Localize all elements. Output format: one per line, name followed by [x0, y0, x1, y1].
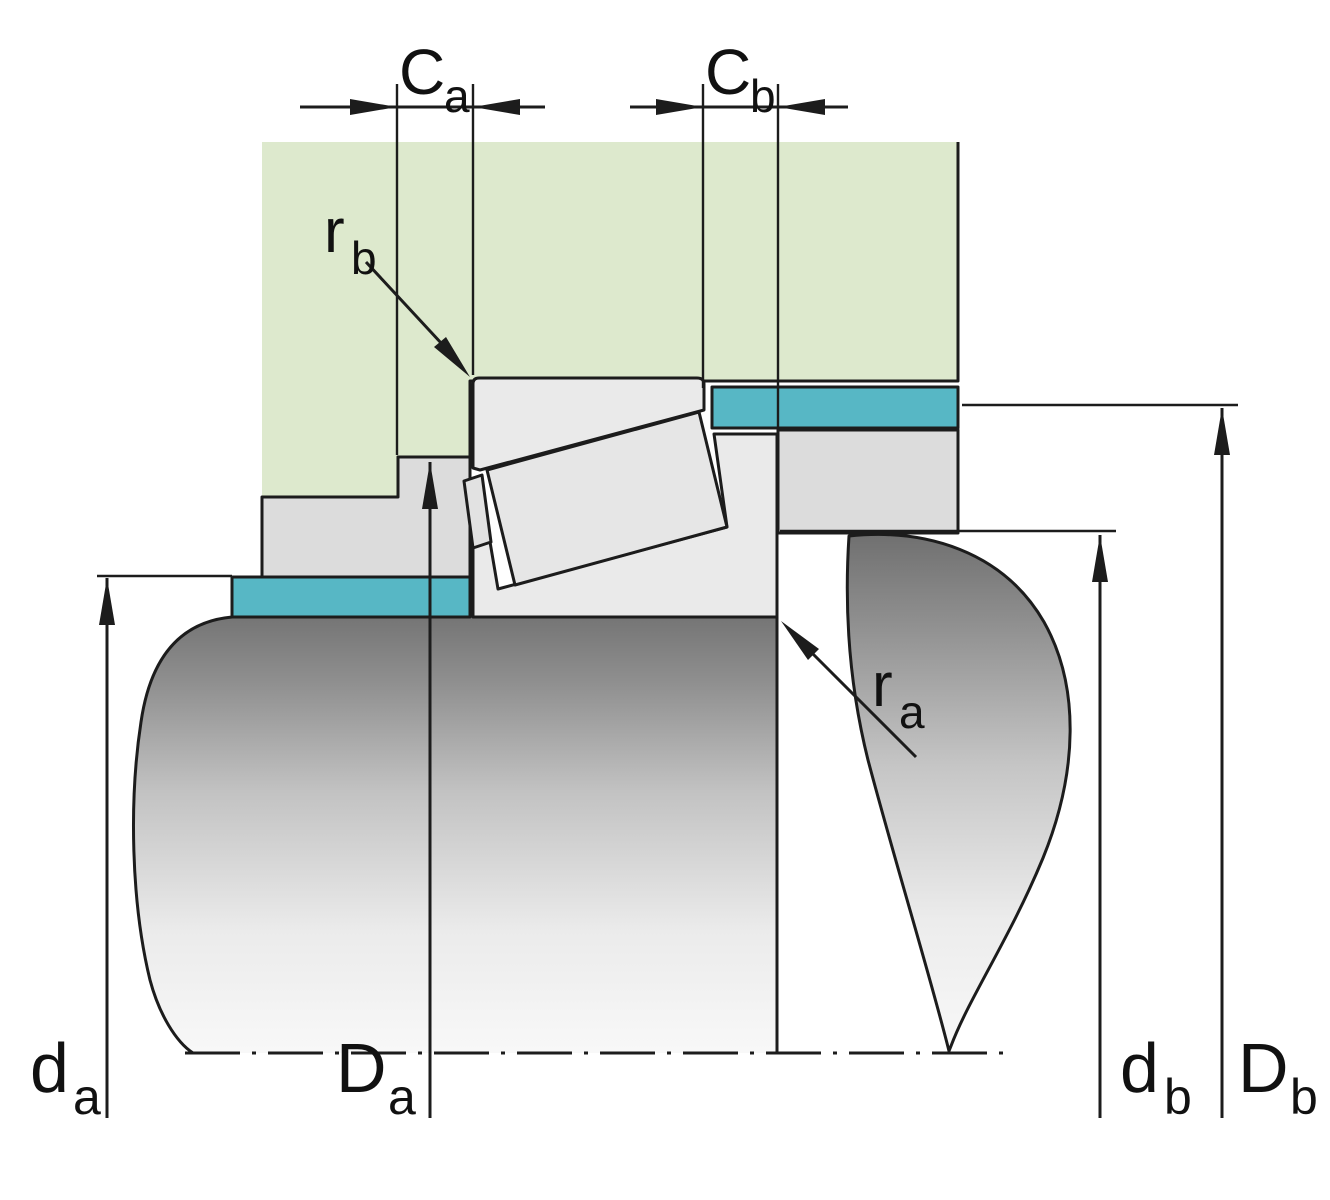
dimension-Da [422, 462, 438, 1118]
label-cb-sub: b [750, 70, 776, 122]
rb-leader-line [364, 260, 444, 346]
dimension-da [97, 574, 232, 1118]
label-ca-sub: a [444, 70, 470, 122]
Db-arrow-icon [1214, 408, 1230, 455]
da-arrow-icon [99, 578, 115, 625]
label-rb: r [324, 197, 345, 266]
dimension-db [780, 529, 1116, 1118]
label-Da-sub: a [388, 1069, 416, 1125]
dimension-cb [630, 84, 848, 430]
dimension-ca [300, 84, 545, 455]
label-Db-sub: b [1290, 1069, 1318, 1125]
Da-arrow-icon [422, 462, 438, 509]
housing-shoulder [776, 428, 960, 535]
leader-rb [364, 260, 470, 377]
ca-arrow-left-icon [350, 99, 397, 115]
ca-arrow-right-icon [473, 99, 520, 115]
leader-ra [781, 621, 918, 759]
shaft-left-edge [132, 615, 233, 1055]
cb-arrow-right-icon [778, 99, 825, 115]
label-da: d [30, 1029, 69, 1107]
cb-arrow-left-icon [656, 99, 703, 115]
label-db: d [1120, 1029, 1159, 1107]
bearing-cage [462, 473, 493, 550]
label-da-sub: a [73, 1069, 101, 1125]
shaft-shoulder [845, 532, 1072, 1053]
ra-arrow-icon [781, 621, 819, 660]
label-Db: D [1238, 1029, 1289, 1107]
label-ra-sub: a [899, 686, 925, 738]
sleeve-right [710, 385, 960, 430]
shaft [133, 617, 777, 1053]
ra-leader-line [811, 652, 918, 759]
label-cb: C [705, 36, 751, 108]
label-ca: C [399, 36, 445, 108]
sleeve-left [230, 575, 472, 619]
dimension-Db [962, 403, 1238, 1118]
bearing-roller [485, 410, 729, 587]
rb-arrow-icon [434, 337, 470, 377]
label-ra: r [872, 651, 893, 720]
label-db-sub: b [1164, 1069, 1192, 1125]
housing-block [262, 142, 958, 497]
label-rb-sub: b [351, 232, 377, 284]
label-Da: D [336, 1029, 387, 1107]
db-arrow-icon [1092, 535, 1108, 582]
